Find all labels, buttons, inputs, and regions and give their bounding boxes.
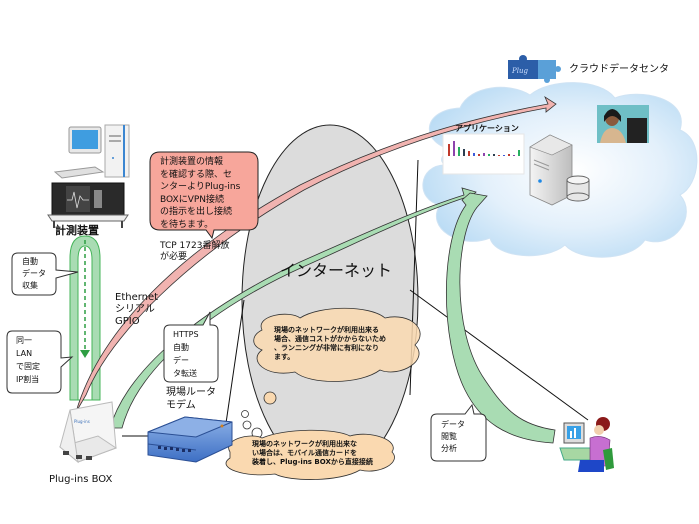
https-callout xyxy=(163,311,219,383)
vpn-arrow xyxy=(75,95,557,413)
svg-text:Plug: Plug xyxy=(511,67,528,75)
measuring-device-label: 計測装置 xyxy=(55,224,99,237)
plugins-logo-icon: Plug xyxy=(508,55,561,83)
pc-icon xyxy=(53,124,130,179)
same-lan-callout xyxy=(6,330,74,394)
lan-tube xyxy=(69,235,101,401)
tcp-note: TCP 1723番解放 が必要 xyxy=(160,241,230,262)
internet-oval xyxy=(241,124,419,476)
thumbnail-bar xyxy=(468,151,470,156)
thought-mobile-card-text: 現場のネットワークが利用出来な い場合は、モバイル通信カードを 装着し、Plug… xyxy=(252,440,373,466)
thumbnail-bar xyxy=(488,154,490,156)
thumbnail-bar xyxy=(448,144,450,156)
interface-label: Ethernet シリアル GPIO xyxy=(115,292,159,327)
plugins-box-icon: Plug-ins xyxy=(58,401,118,464)
operator-icon xyxy=(597,105,649,143)
thumbnail-bar xyxy=(483,153,485,156)
app-chart-thumbnail xyxy=(442,133,525,175)
thumbnail-bar xyxy=(478,154,480,156)
thumbnail-bar xyxy=(518,150,520,156)
server-icon xyxy=(529,134,573,206)
data-view-callout-text: データ 閲覧 分析 xyxy=(441,420,465,453)
internet-label: インターネット xyxy=(280,261,393,280)
vpn-callout xyxy=(149,151,259,240)
data-view-arrow xyxy=(446,192,556,444)
thought-site-network-text: 現場のネットワークが利用出来る 場合、通信コストがかからないため 、ランニングが… xyxy=(274,326,386,361)
thumbnail-bar xyxy=(498,155,500,156)
https-callout-text: HTTPS 自動 デー タ転送 xyxy=(173,330,199,378)
data-view-callout xyxy=(430,403,487,462)
thumbnail-bar xyxy=(503,155,505,156)
thumbnail-bar xyxy=(463,149,465,156)
thumbnail-bar xyxy=(508,154,510,156)
application-label: アプリケーション xyxy=(455,124,519,133)
thumbnail-bar xyxy=(493,154,495,156)
measuring-instrument-icon xyxy=(47,182,129,228)
auto-collect-callout xyxy=(11,252,79,296)
router-label: 現場ルータ モデム xyxy=(166,387,216,411)
router-icon xyxy=(147,416,233,463)
auto-collect-callout-text: 自動 データ 収集 xyxy=(22,257,46,290)
user-workstation-icon xyxy=(559,417,614,472)
same-lan-callout-text: 同一 LAN で固定 IP割当 xyxy=(16,336,40,384)
svg-text:Plug-ins: Plug-ins xyxy=(74,419,90,424)
vpn-callout-text: 計測装置の情報 を確認する際、セ ンターよりPlug-ins BOXにVPN接続… xyxy=(160,157,241,230)
cloud-datacenter: Plug xyxy=(422,55,698,258)
thought-cloud-site-network xyxy=(241,307,421,418)
thumbnail-bar xyxy=(513,155,515,156)
thumbnail-bar xyxy=(473,153,475,156)
database-icon xyxy=(566,175,590,202)
thought-cloud-mobile-card xyxy=(225,420,395,480)
cloud-datacenter-label: クラウドデータセンタ xyxy=(569,64,669,75)
thumbnail-bar xyxy=(458,147,460,156)
plugins-box-label: Plug-ins BOX xyxy=(49,474,113,485)
thumbnail-bar xyxy=(453,141,455,156)
